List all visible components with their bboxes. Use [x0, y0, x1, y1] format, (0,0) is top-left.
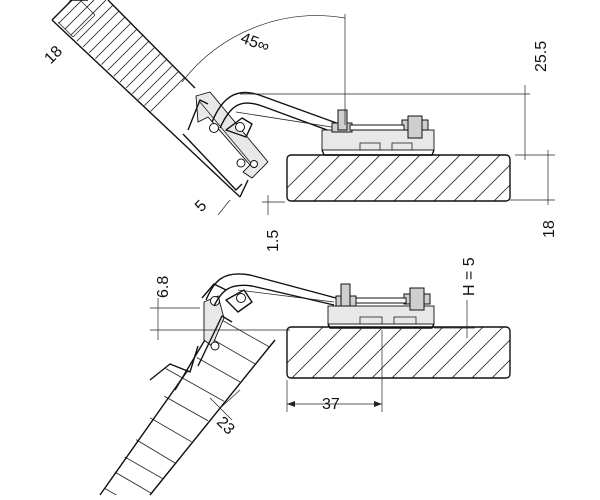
- hinge-cup-bottom: [197, 283, 253, 367]
- mounting-plate-top: [321, 109, 435, 156]
- overlay-label: 6.8: [155, 276, 172, 298]
- door-thickness-label: 18: [41, 43, 66, 68]
- bottom-view: 6.8 H = 5 37 23: [99, 257, 511, 496]
- drill-distance-label: 37: [322, 396, 340, 413]
- height-label: 25.5: [533, 41, 550, 72]
- cabinet-thickness-label: 18: [541, 220, 558, 238]
- mounting-plate-bottom: [327, 283, 435, 329]
- hinge-cup-top: [182, 91, 269, 191]
- offset-label: 5: [192, 197, 210, 215]
- h-label: H = 5: [461, 257, 478, 296]
- hinge-arm-bottom: [205, 273, 337, 307]
- door-label: 23: [213, 414, 238, 439]
- gap-label: 1.5: [265, 230, 282, 252]
- door-panel-bottom: [99, 305, 276, 496]
- cabinet-panel-top: [286, 154, 511, 202]
- cabinet-panel-bottom: [286, 326, 511, 379]
- angle-label: 45∞: [238, 30, 271, 56]
- dimension-lines-bottom: [150, 298, 475, 421]
- top-view: 45∞ 18 25.5 18 5 1.5: [41, 0, 558, 252]
- dimension-lines-top: [57, 0, 555, 216]
- hinge-arm-top: [211, 91, 343, 135]
